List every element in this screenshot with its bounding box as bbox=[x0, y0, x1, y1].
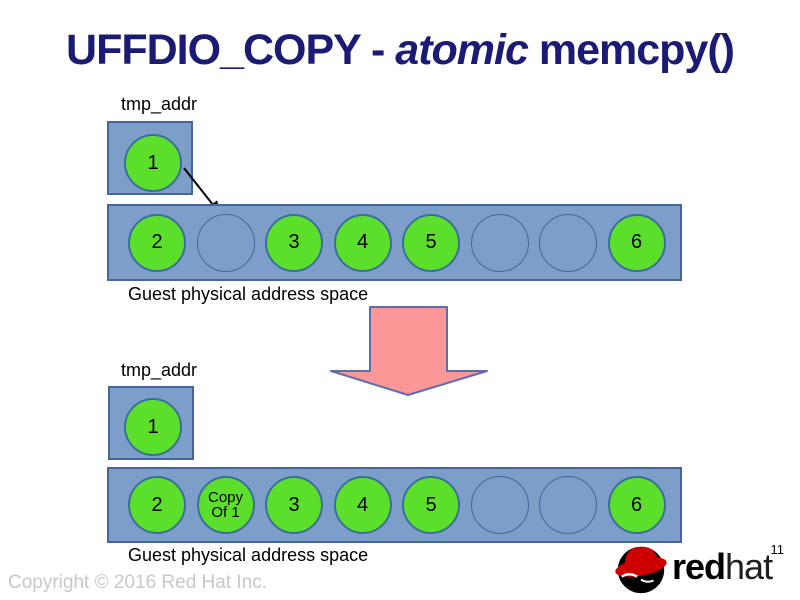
page-number: 11 bbox=[770, 542, 785, 557]
page-cell-label: 2 bbox=[151, 493, 163, 516]
logo-text-hat: hat bbox=[725, 546, 773, 587]
shadowman-icon bbox=[615, 546, 667, 594]
guest-caption-top: Guest physical address space bbox=[128, 284, 369, 304]
page-cell: 5 bbox=[402, 476, 460, 534]
guest-address-bar-top: 2 3 4 5 6 bbox=[107, 204, 682, 281]
empty-slot bbox=[539, 213, 597, 272]
tmp-addr-box-top: 1 bbox=[107, 121, 193, 195]
title-italic-word: atomic bbox=[395, 26, 529, 74]
guest-caption-bottom: Guest physical address space bbox=[128, 545, 369, 565]
title-suffix: memcpy() bbox=[527, 26, 735, 74]
page-cell-label: 6 bbox=[630, 493, 643, 516]
page-cell-label: 3 bbox=[288, 231, 300, 254]
page-cell: 3 bbox=[265, 476, 323, 534]
page-cell-label: 5 bbox=[425, 493, 437, 516]
page-cell-label: 4 bbox=[356, 231, 369, 254]
page-cell: 5 bbox=[402, 213, 460, 272]
down-arrow-icon bbox=[330, 306, 488, 396]
empty-slot bbox=[470, 476, 529, 534]
page-cell-label: 6 bbox=[630, 231, 643, 254]
empty-slot bbox=[539, 476, 597, 534]
page-cell: 4 bbox=[333, 476, 392, 534]
page-cell: 6 bbox=[607, 213, 666, 272]
page-cell: 6 bbox=[607, 476, 666, 534]
page-cell: 2 bbox=[128, 213, 186, 272]
page-cell-label: Of 1 bbox=[211, 504, 240, 521]
page-cell-label: 2 bbox=[151, 231, 163, 254]
page-cell: 4 bbox=[333, 213, 392, 272]
page-cell-label: 4 bbox=[356, 493, 369, 516]
page-cell-label: 3 bbox=[288, 493, 300, 516]
page-cell-label: Copy bbox=[207, 488, 244, 506]
title-prefix: UFFDIO_COPY - bbox=[66, 26, 396, 74]
tmp-addr-label-top: tmp_addr bbox=[121, 94, 198, 114]
page-circle-tmp-bottom: 1 bbox=[124, 398, 182, 456]
tmp-addr-box-bottom: 1 bbox=[108, 386, 194, 460]
empty-slot bbox=[470, 213, 529, 272]
empty-slot bbox=[196, 213, 255, 272]
page-cell: 3 bbox=[265, 213, 323, 272]
page-cell-label: 5 bbox=[425, 231, 437, 254]
logo-wordmark: redhat bbox=[672, 546, 773, 587]
copyright-text: Copyright © 2016 Red Hat Inc. bbox=[8, 572, 268, 593]
page-cell: 2 bbox=[128, 476, 186, 534]
tmp-addr-label-bottom: tmp_addr bbox=[121, 360, 198, 380]
page-circle-tmp-top: 1 bbox=[124, 134, 182, 192]
slide-title: UFFDIO_COPY - atomic memcpy() bbox=[0, 26, 800, 75]
redhat-logo: 11 redhat bbox=[612, 538, 794, 598]
logo-text-red: red bbox=[672, 546, 726, 587]
